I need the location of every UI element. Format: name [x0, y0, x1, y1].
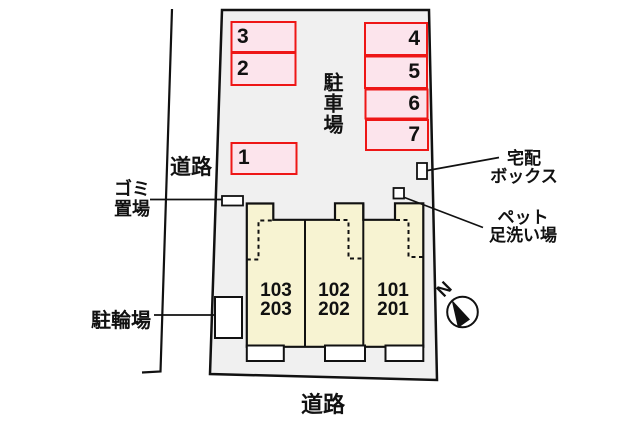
parking-space-3-box — [230, 21, 297, 53]
pet-wash-label: ペット 足洗い場 — [481, 209, 565, 245]
unit-label-101-201: 101 201 — [363, 281, 423, 319]
parking-space-4-box — [364, 22, 428, 56]
parking-space-6-number: 6 — [408, 92, 420, 115]
garbage-area-label-line1: ゴミ — [114, 179, 150, 199]
pet-wash-leader-line — [404, 196, 484, 229]
stair-dashed-unit-102 — [336, 219, 363, 260]
unit-201: 201 — [377, 299, 409, 320]
porch-unit-102 — [324, 344, 366, 362]
road-bottom-label: 道路 — [301, 392, 346, 417]
unit-101: 101 — [377, 280, 409, 301]
garbage-area-label: ゴミ 置場 — [98, 179, 150, 219]
unit-203: 203 — [260, 299, 292, 320]
unit-103: 103 — [260, 280, 292, 301]
delivery-box-marker — [416, 162, 428, 180]
unit-label-103-203: 103 203 — [246, 281, 306, 319]
parking-area-label: 駐車場 — [320, 72, 342, 135]
parking-space-6-box — [364, 88, 429, 120]
stair-dashed-unit-101 — [396, 219, 423, 258]
parking-space-5-number: 5 — [408, 60, 420, 83]
parking-space-3-number: 3 — [237, 25, 249, 48]
porch-unit-101 — [384, 344, 425, 362]
bicycle-parking-label: 駐輪場 — [91, 310, 151, 332]
bicycle-parking-marker — [214, 296, 243, 339]
garbage-area-marker — [221, 195, 244, 207]
parking-spaces-group — [230, 21, 429, 175]
pet-wash-label-line2: 足洗い場 — [489, 226, 557, 245]
stair-dashed-unit-103 — [246, 219, 273, 261]
parking-space-7-box — [365, 119, 429, 151]
delivery-box-leader-line — [427, 156, 500, 172]
parking-space-1-box — [230, 142, 298, 175]
compass-icon — [446, 295, 479, 329]
pet-wash-marker — [392, 187, 405, 200]
parking-space-2-box — [230, 52, 297, 86]
unit-label-102-202: 102 202 — [304, 281, 364, 319]
parking-space-1-number: 1 — [238, 146, 250, 169]
delivery-box-label-line1: 宅配 — [507, 149, 541, 168]
delivery-box-label: 宅配 ボックス — [483, 150, 565, 186]
pet-wash-label-line1: ペット — [497, 208, 549, 227]
building-outline — [245, 202, 425, 348]
road-left-edge-line — [141, 8, 174, 374]
delivery-box-label-line2: ボックス — [490, 167, 558, 186]
building-group — [245, 202, 425, 348]
parking-space-7-number: 7 — [408, 123, 420, 146]
parking-space-5-box — [364, 55, 428, 89]
garbage-area-label-line2: 置場 — [114, 199, 150, 219]
porch-unit-103 — [245, 344, 285, 362]
parking-space-4-number: 4 — [408, 27, 420, 50]
unit-202: 202 — [318, 299, 350, 320]
parking-space-2-number: 2 — [237, 57, 249, 80]
road-left-label: 道路 — [170, 156, 212, 179]
unit-102: 102 — [318, 280, 350, 301]
